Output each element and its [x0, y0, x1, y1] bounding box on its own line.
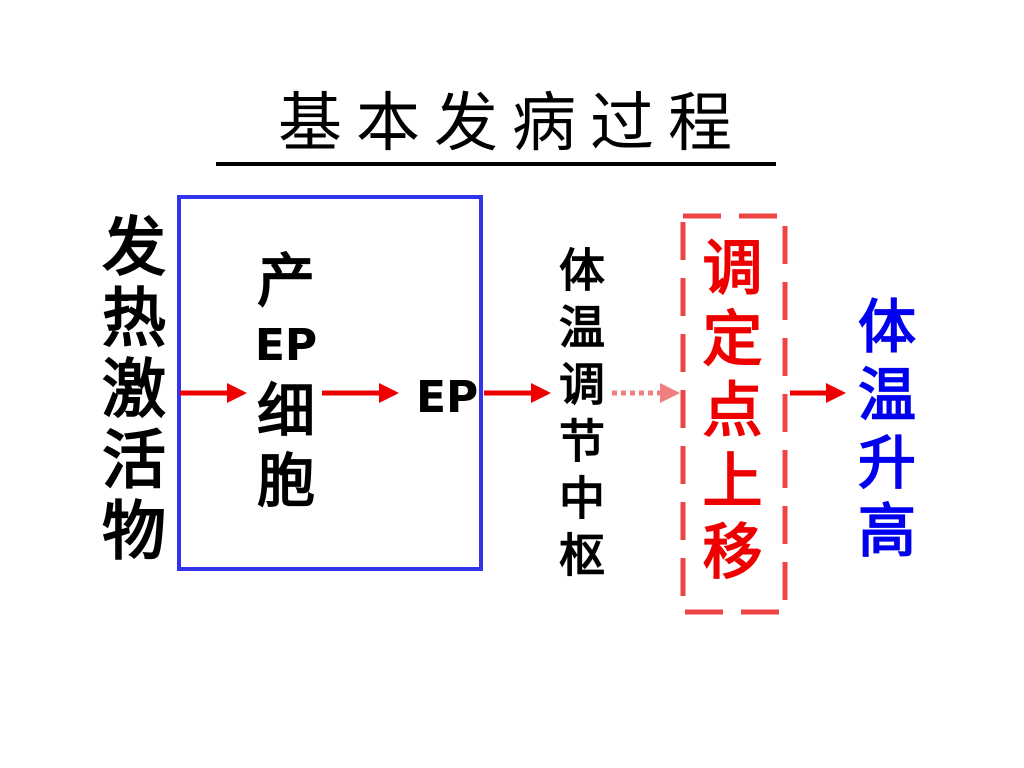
node-ep: EP: [416, 372, 479, 423]
producer-line-1: 产: [256, 247, 315, 315]
setpoint-box-border: [680, 213, 788, 615]
producer-line-3: 细: [256, 377, 315, 445]
setpoint-box: [680, 213, 788, 615]
node-producer: 产 EP 细 胞: [238, 246, 334, 516]
producer-line-4: 胞: [256, 447, 315, 515]
node-setpoint: 调定点上移: [692, 236, 762, 591]
title-underline: [216, 162, 776, 166]
producer-box: [177, 195, 483, 571]
node-stimulus: 发热激活物: [91, 213, 165, 568]
producer-line-2: EP: [254, 320, 318, 371]
node-result: 体温升高: [848, 296, 916, 568]
node-center: 体温调节中枢: [552, 246, 606, 588]
page-title: 基本发病过程: [278, 87, 746, 161]
